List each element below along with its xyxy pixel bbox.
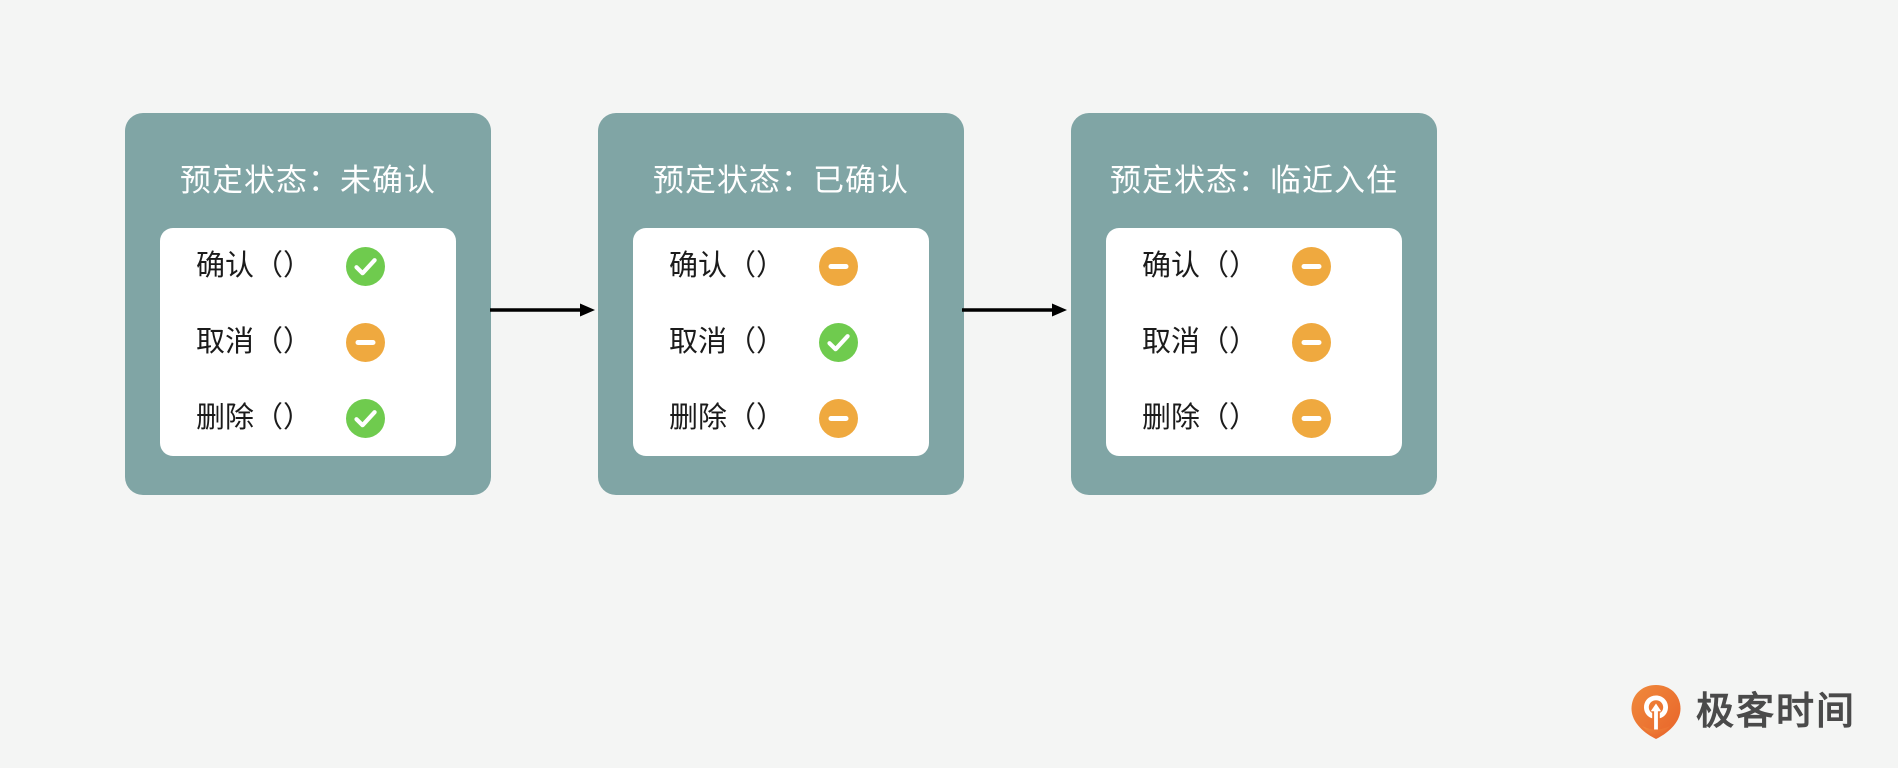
operation-row: 取消（） <box>633 304 929 380</box>
state-flow: 预定状态：未确认 确认（） 取消（） <box>125 113 1437 495</box>
operation-row: 确认（） <box>633 228 929 304</box>
state-card-near-checkin: 预定状态：临近入住 确认（） 取消（） <box>1071 113 1437 495</box>
operation-row: 确认（） <box>1106 228 1402 304</box>
minus-circle-icon <box>1292 246 1331 286</box>
operation-label: 删除（） <box>196 401 313 434</box>
operations-panel: 确认（） 取消（） 删除（） <box>160 228 456 456</box>
operation-label: 删除（） <box>669 401 786 434</box>
check-circle-icon <box>819 322 858 362</box>
minus-circle-icon <box>346 322 385 362</box>
geektime-pin-icon <box>1630 684 1682 740</box>
operation-label: 取消（） <box>196 325 313 358</box>
operation-row: 删除（） <box>160 380 456 456</box>
brand-watermark: 极客时间 <box>1630 684 1856 740</box>
operation-row: 删除（） <box>633 380 929 456</box>
minus-circle-icon <box>819 398 858 438</box>
minus-circle-icon <box>819 246 858 286</box>
minus-circle-icon <box>1292 322 1331 362</box>
operation-label: 确认（） <box>196 249 313 282</box>
state-card-confirmed: 预定状态：已确认 确认（） 取消（） <box>598 113 964 495</box>
operation-label: 取消（） <box>1142 325 1259 358</box>
operation-label: 取消（） <box>669 325 786 358</box>
state-title: 预定状态：未确认 <box>180 163 436 198</box>
minus-circle-icon <box>1292 398 1331 438</box>
state-title: 预定状态：已确认 <box>653 163 909 198</box>
arrow-right-icon <box>962 300 1070 320</box>
operation-label: 确认（） <box>669 249 786 282</box>
operation-row: 取消（） <box>1106 304 1402 380</box>
check-circle-icon <box>346 398 385 438</box>
brand-name: 极客时间 <box>1695 691 1856 733</box>
operation-row: 确认（） <box>160 228 456 304</box>
state-card-unconfirmed: 预定状态：未确认 确认（） 取消（） <box>125 113 491 495</box>
operation-row: 取消（） <box>160 304 456 380</box>
state-title: 预定状态：临近入住 <box>1110 163 1398 198</box>
operations-panel: 确认（） 取消（） 删除（） <box>1106 228 1402 456</box>
operation-label: 删除（） <box>1142 401 1259 434</box>
arrow-right-icon <box>490 300 598 320</box>
operation-label: 确认（） <box>1142 249 1259 282</box>
operation-row: 删除（） <box>1106 380 1402 456</box>
operations-panel: 确认（） 取消（） 删除（） <box>633 228 929 456</box>
check-circle-icon <box>346 246 385 286</box>
